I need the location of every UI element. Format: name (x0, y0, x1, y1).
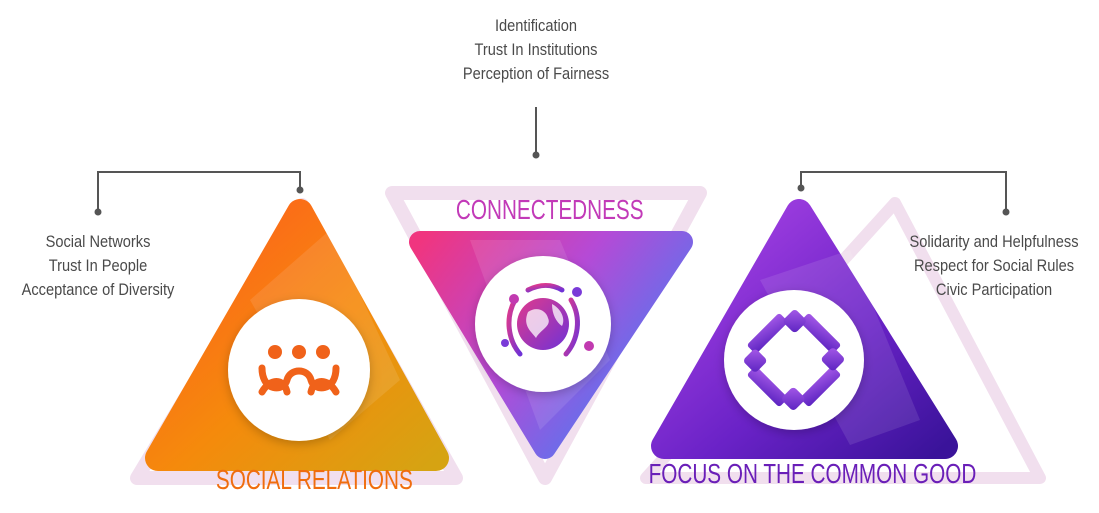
common-good-items: Solidarity and Helpfulness Respect for S… (904, 230, 1085, 302)
globe-people-icon (501, 283, 594, 357)
connectedness-title: CONNECTEDNESS (455, 194, 644, 225)
connectedness-item-3: Perception of Fairness (462, 64, 610, 83)
social-relations-item-1: Social Networks (45, 232, 151, 251)
common-good-title: FOCUS ON THE COMMON GOOD (648, 458, 977, 489)
common-good-item-3: Civic Participation (935, 280, 1053, 299)
connectedness-item-1: Identification (494, 16, 578, 35)
social-relations-title: SOCIAL RELATIONS (215, 464, 413, 495)
common-good-icon-circle (724, 290, 864, 430)
people-group-icon (258, 345, 340, 396)
common-good-connector (800, 171, 1007, 212)
connector-dots (94, 151, 1010, 216)
common-good-item-2: Respect for Social Rules (913, 256, 1075, 275)
connector-lines (97, 107, 1007, 212)
social-relations-icon-circle (228, 299, 370, 441)
connectedness-item-2: Trust In Institutions (474, 40, 598, 59)
connectedness-icon-circle (475, 256, 611, 392)
social-relations-item-3: Acceptance of Diversity (21, 280, 175, 299)
joined-hands-icon (744, 310, 844, 410)
social-relations-item-2: Trust In People (48, 256, 148, 275)
social-relations-items: Social Networks Trust In People Acceptan… (14, 230, 183, 302)
common-good-item-1: Solidarity and Helpfulness (909, 232, 1079, 251)
connectedness-items: Identification Trust In Institutions Per… (450, 14, 622, 86)
social-relations-connector (97, 171, 301, 212)
